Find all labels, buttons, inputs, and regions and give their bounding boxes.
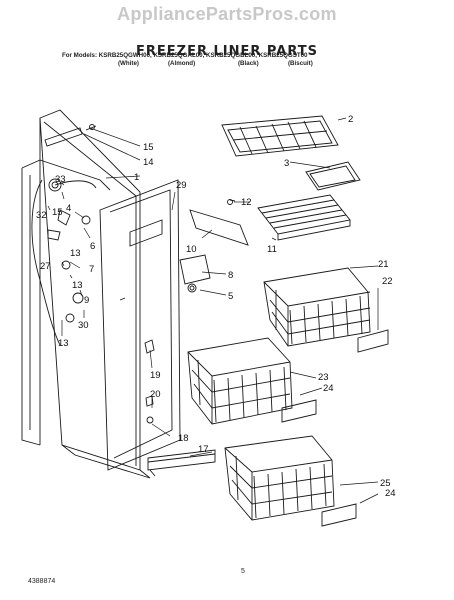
part-label-6: 6	[90, 241, 95, 252]
part-label-3: 3	[284, 158, 289, 169]
part-label-19: 19	[150, 370, 161, 381]
part-label-13b: 13	[72, 280, 83, 291]
part-label-2: 2	[348, 114, 353, 125]
wire-harness-drawing	[31, 178, 97, 346]
part-label-20: 20	[150, 389, 161, 400]
glass-panel-drawing	[305, 161, 361, 191]
models-line: For Models: KSRB25QGWH00, KSRB25QGAL00, …	[62, 52, 308, 59]
color-label-almond: (Almond)	[168, 60, 196, 67]
part-label-4: 4	[66, 203, 71, 214]
part-label-15: 15	[143, 142, 154, 153]
basket-upper-drawing	[263, 267, 371, 347]
part-label-10: 10	[186, 244, 197, 255]
basket-divider-24a-drawing	[281, 399, 317, 423]
part-label-23: 23	[318, 372, 329, 383]
part-label-18: 18	[178, 433, 189, 444]
basket-middle-drawing	[187, 337, 293, 425]
shelf-drawing	[221, 115, 339, 157]
basket-divider-22-drawing	[357, 329, 389, 353]
part-label-21: 21	[378, 259, 389, 270]
color-label-white: (White)	[118, 60, 139, 67]
part-label-7: 7	[89, 264, 94, 275]
part-label-8: 8	[228, 270, 233, 281]
part-label-13a: 13	[70, 248, 81, 259]
light-housing-drawing	[179, 254, 211, 293]
part-label-24b: 24	[385, 488, 396, 499]
leader-lines	[47, 117, 379, 504]
part-label-30: 30	[78, 320, 89, 331]
part-label-27: 27	[40, 261, 51, 272]
bottom-strip-drawing	[147, 449, 216, 477]
freezer-liner-drawing	[21, 109, 151, 479]
part-number-labels: 2 3 15 14 1 33 4 32 15 6 13 27 7 13 9 30…	[36, 114, 396, 499]
part-label-17: 17	[198, 444, 209, 455]
part-label-13c: 13	[58, 338, 69, 349]
part-label-14: 14	[143, 157, 154, 168]
part-label-12: 12	[241, 197, 252, 208]
shelf-bracket-drawing	[189, 199, 249, 246]
basket-lower-drawing	[224, 435, 335, 521]
color-label-black: (Black)	[238, 60, 259, 67]
part-label-9: 9	[84, 295, 89, 306]
part-label-11: 11	[267, 244, 277, 255]
part-label-29: 29	[176, 180, 187, 191]
diagram-title: FREEZER LINER PARTS	[136, 44, 318, 59]
page-number: 5	[241, 568, 245, 575]
basket-divider-24b-drawing	[321, 503, 357, 527]
color-label-biscuit: (Biscuit)	[288, 60, 313, 67]
part-label-5: 5	[228, 291, 233, 302]
part-label-22: 22	[382, 276, 393, 287]
front-trim-rail-drawing	[99, 179, 181, 471]
part-label-15b: 15	[52, 207, 63, 218]
small-fasteners-drawing	[144, 339, 155, 424]
part-label-33: 33	[55, 174, 66, 185]
part-label-24a: 24	[323, 383, 334, 394]
watermark: AppliancePartsPros.com	[117, 4, 337, 24]
part-label-32: 32	[36, 210, 47, 221]
wire-shelf-drawing	[257, 194, 351, 241]
document-number: 4388874	[28, 578, 56, 585]
part-label-25: 25	[380, 478, 391, 489]
part-label-1: 1	[134, 172, 139, 183]
